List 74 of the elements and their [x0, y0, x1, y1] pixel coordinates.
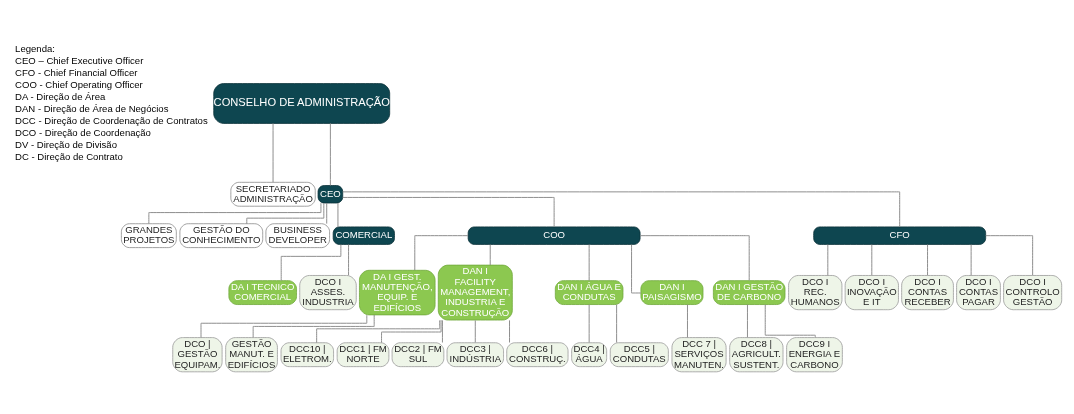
label: DAN - Direção de Área de Negócios — [15, 102, 169, 114]
connector — [272, 122, 274, 183]
node-box: DCO I REC. HUMANOS — [788, 275, 843, 311]
node-box: DCO I ASSES. INDUSTRIA — [299, 275, 357, 311]
label: COO - Chief Operating Officer — [15, 79, 143, 91]
node-box: GESTÃO MANUT. E EDIFÍCIOS — [225, 337, 278, 373]
node-box: COO — [467, 226, 641, 245]
node-box: DCC9 I ENERGIA E CARBONO — [786, 337, 843, 373]
node-box: CFO — [813, 226, 987, 245]
connector — [871, 244, 873, 276]
label: DCO - Direção de Coordenação — [15, 126, 151, 138]
node-box: DCC6 | CONSTRUÇ. — [506, 342, 569, 368]
label: DC - Direção de Contrato — [15, 150, 123, 162]
connector — [509, 319, 510, 343]
connector — [246, 202, 325, 225]
node-box: CEO — [317, 185, 344, 204]
node-box: DCC 7 | SERVIÇOS MANUTEN. — [671, 337, 727, 373]
label: CEO – Chief Executive Officer — [15, 55, 144, 67]
connector — [927, 244, 928, 276]
node-box: COMERCIAL — [332, 226, 395, 245]
node-box: SECRETARIADO ADMINISTRAÇÃO — [230, 181, 316, 207]
node-box: DAN I GESTÃO DE CARBONO — [712, 280, 786, 305]
connector — [329, 122, 331, 186]
connector — [489, 244, 491, 266]
node-box: DCC3 | INDÚSTRIA — [446, 342, 504, 368]
label: DCC - Direção de Coordenação de Contratos — [15, 114, 208, 126]
label: CFO - Chief Financial Officer — [15, 67, 138, 79]
connector — [985, 235, 1034, 276]
connector — [588, 304, 590, 344]
node-box: DA I GEST. MANUTENÇÃO, EQUIP. E EDIFÍCIOS — [359, 269, 436, 316]
connector — [747, 304, 748, 338]
connector — [827, 244, 829, 276]
node-box: DCC2 | FM SUL — [391, 342, 445, 368]
node-box: DCC1 | FM NORTE — [336, 342, 390, 368]
node-box: DCO I CONTAS PAGAR — [956, 275, 1001, 311]
connector — [414, 235, 469, 271]
connector — [252, 314, 375, 338]
node-box: DCC4 | ÁGUA — [571, 342, 608, 368]
node-box: DCO I CONTROLO GESTÃO — [1003, 275, 1063, 311]
node-box: CONSELHO DE ADMINISTRAÇÃO — [213, 83, 391, 124]
connector — [970, 244, 972, 276]
connector — [631, 244, 642, 294]
connector — [474, 319, 476, 343]
label: DV - Direção de Divisão — [15, 138, 117, 150]
node-box: DCO | GESTÃO EQUIPAM. — [172, 337, 223, 373]
connector — [616, 304, 618, 344]
connector — [687, 304, 688, 338]
node-box: DAN I PAISAGISMO — [640, 280, 704, 305]
connector — [337, 202, 339, 228]
node-box: GESTÃO DO CONHECIMENTO — [179, 223, 264, 248]
connector — [764, 304, 816, 338]
connector — [441, 319, 443, 343]
node-box: DA I TECNICO COMERCIAL — [228, 280, 297, 305]
connector — [200, 314, 368, 338]
connector — [588, 244, 590, 282]
connector — [316, 319, 441, 344]
node-box: DCO I CONTAS RECEBER — [901, 275, 954, 311]
connector — [381, 319, 442, 344]
node-box: GRANDES PROJETOS — [120, 223, 177, 248]
connector — [280, 244, 342, 281]
node-box: DCC5 | CONDUTAS — [609, 342, 669, 368]
connector — [326, 202, 328, 225]
connector — [342, 196, 555, 228]
node-box: DCO I INOVAÇÃO E IT — [844, 275, 899, 311]
node-box: DAN I FACILITY MANAGEMENT, INDUSTRIA E CONSTRUÇÃO — [437, 264, 513, 321]
connector — [342, 191, 901, 228]
node-box: BUSINESS DEVELOPER — [265, 223, 330, 248]
node-box: DCC10 | ELETROM. — [280, 342, 334, 368]
label: DA - Direção de Área — [15, 90, 106, 102]
node-box: DCC8 | AGRICULT. SUSTENT. — [729, 337, 784, 373]
connector — [639, 235, 750, 281]
node-box: DAN I ÁGUA E CONDUTAS — [554, 280, 624, 305]
label: Legenda: — [15, 43, 55, 55]
connector — [348, 244, 350, 276]
